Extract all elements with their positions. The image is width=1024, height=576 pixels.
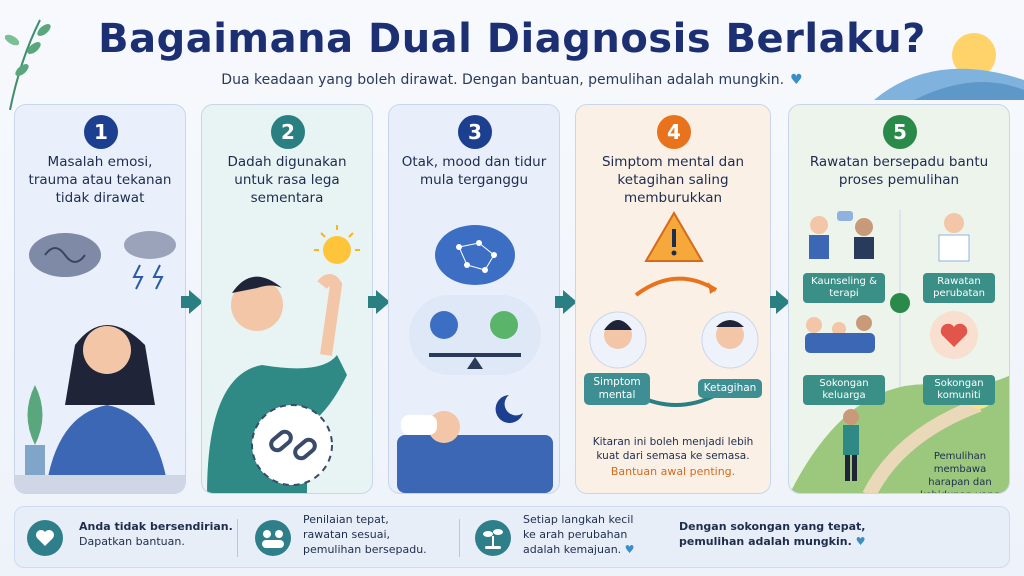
disrupted-brain-sleep-illustration	[397, 225, 553, 493]
cycle-note: Kitaran ini boleh menjadi lebih kuat dar…	[592, 436, 754, 462]
step-number-badge: 5	[883, 115, 917, 149]
step-number-badge: 4	[657, 115, 691, 149]
counseling-icon	[809, 211, 874, 259]
heart-icon	[27, 520, 63, 556]
arrow-right-icon	[189, 290, 203, 314]
integrated-care-illustration	[790, 210, 1009, 493]
moon-icon	[495, 395, 523, 423]
man-seeking-relief-illustration	[207, 225, 360, 493]
page-title: Bagaimana Dual Diagnosis Berlaku?	[98, 16, 926, 62]
footer-item-2: Penilaian tepat, rawatan sesuai, pemulih…	[251, 507, 461, 569]
step-number-badge: 1	[84, 115, 118, 149]
step-card-5: 5 Rawatan bersepadu bantu proses pemulih…	[788, 104, 1010, 494]
arrow-connector	[181, 296, 191, 308]
step-number-badge: 3	[458, 115, 492, 149]
divider	[459, 519, 460, 557]
divider	[237, 519, 238, 557]
storm-cloud-icon	[29, 231, 176, 290]
ketagihan-label: Ketagihan	[698, 379, 762, 398]
walking-person-icon	[843, 409, 859, 481]
arrow-connector	[368, 296, 378, 308]
step-card-2: 2 Dadah digunakan untuk rasa lega sement…	[201, 104, 373, 494]
arrow-connector	[770, 296, 780, 308]
stressed-woman-illustration	[15, 231, 185, 493]
step-card-4: 4 Simptom mental dan ketagihan saling me…	[575, 104, 771, 494]
recovery-hope-text: Pemulihan membawa harapan dan kehidupan …	[920, 451, 1000, 493]
sunrise-landscape-icon	[874, 33, 1024, 100]
step-title: Dadah digunakan untuk rasa lega sementar…	[227, 154, 347, 206]
step-title: Masalah emosi, trauma atau tekanan tidak…	[28, 154, 172, 206]
plant-icon	[25, 385, 45, 475]
footer-item-3: Setiap langkah kecil ke arah perubahan a…	[471, 507, 671, 569]
arrow-right-icon	[776, 290, 790, 314]
page-subtitle: Dua keadaan yang boleh dirawat. Dengan b…	[221, 72, 803, 88]
vicious-cycle-illustration	[589, 211, 759, 407]
heart-icon: ♥	[624, 543, 635, 556]
arrow-right-icon	[376, 290, 390, 314]
footer-item-1: Anda tidak bersendirian. Dapatkan bantua…	[23, 507, 243, 569]
early-help-note: Bantuan awal penting.	[610, 465, 736, 478]
step-title: Rawatan bersepadu bantu proses pemulihan	[809, 154, 989, 188]
step-card-1: 1 Masalah emosi, trauma atau tekanan tid…	[14, 104, 186, 494]
arrow-right-icon	[563, 290, 577, 314]
sprout-icon	[475, 520, 511, 556]
footer-item-4: Dengan sokongan yang tepat, pemulihan ad…	[679, 520, 866, 548]
community-support-label: Sokongan komuniti	[923, 375, 995, 405]
family-support-label: Sokongan keluarga	[803, 375, 885, 405]
step-number-badge: 2	[271, 115, 305, 149]
people-icon	[255, 520, 291, 556]
heart-hands-icon	[930, 311, 978, 359]
medical-treatment-label: Rawatan perubatan	[923, 273, 995, 303]
counseling-label: Kaunseling & terapi	[803, 273, 885, 303]
family-icon	[805, 315, 875, 353]
warning-icon	[644, 211, 704, 262]
step-card-3: 3 Otak, mood dan tidur mula terganggu	[388, 104, 560, 494]
arrow-connector	[555, 296, 565, 308]
plus-icon	[890, 293, 910, 313]
heart-icon: ♥	[790, 72, 803, 88]
heart-icon: ♥	[855, 535, 866, 548]
leaf-decoration	[4, 19, 51, 110]
broken-chain-icon	[251, 404, 333, 486]
step-title: Simptom mental dan ketagihan saling memb…	[601, 154, 745, 206]
footer-banner: Anda tidak bersendirian. Dapatkan bantua…	[14, 506, 1010, 568]
simptom-mental-label: Simptom mental	[584, 373, 650, 405]
step-title: Otak, mood dan tidur mula terganggu	[401, 154, 547, 188]
brain-icon	[435, 225, 515, 285]
balance-icon	[409, 295, 541, 375]
sun-icon	[314, 225, 360, 264]
doctor-icon	[938, 213, 970, 262]
